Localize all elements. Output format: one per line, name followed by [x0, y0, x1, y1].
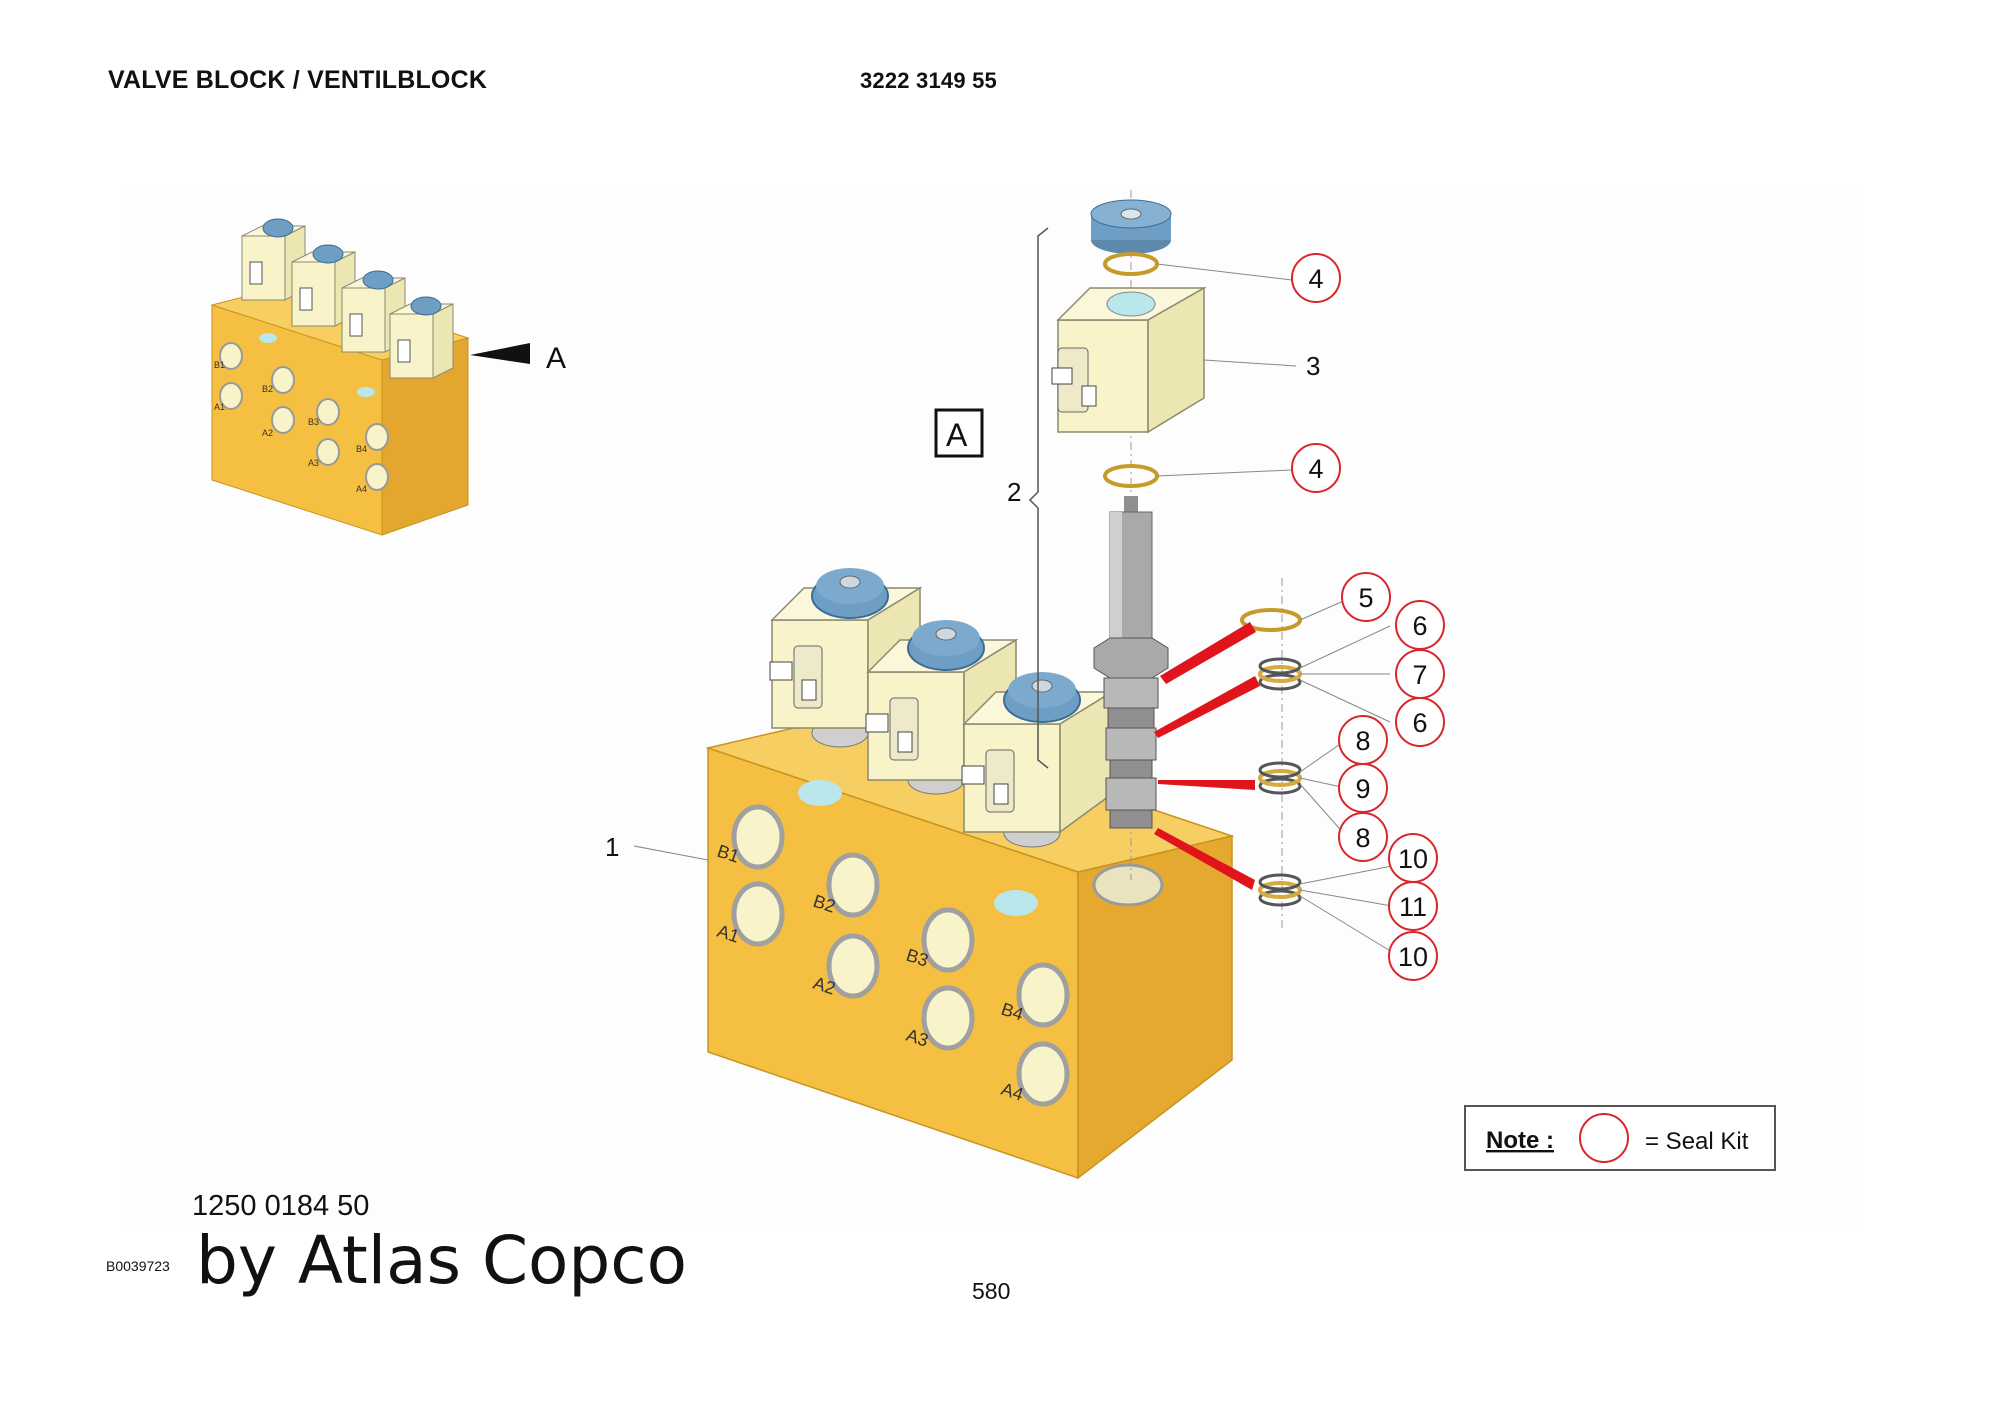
callout-1: 1: [605, 832, 619, 862]
callout-8: 8: [1355, 726, 1370, 756]
callout-11: 11: [1399, 892, 1427, 922]
port-holes: [731, 804, 1070, 1107]
overview-valve-block: B1 A1 B2 A2 B3 A3 B4 A4 A: [210, 218, 566, 536]
callout-7: 7: [1412, 660, 1427, 690]
main-coils: [769, 568, 1115, 848]
callout-8: 8: [1355, 823, 1370, 853]
svg-text:A: A: [946, 417, 968, 453]
brand-text: by Atlas Copco: [196, 1222, 687, 1299]
seal-kit-symbol: [1579, 1113, 1629, 1163]
leader-lines: [633, 263, 1393, 953]
callout-5: 5: [1358, 583, 1373, 613]
callout-10: 10: [1398, 844, 1428, 874]
image-id: B0039723: [106, 1258, 170, 1274]
note-text: = Seal Kit: [1645, 1128, 1749, 1155]
callout-10: 10: [1398, 942, 1428, 972]
part-number: 3222 3149 55: [860, 68, 997, 93]
port-label: B3: [308, 417, 319, 427]
page-title: VALVE BLOCK / VENTILBLOCK: [108, 66, 488, 94]
port-label: B4: [356, 444, 367, 454]
callout-9: 9: [1355, 774, 1370, 804]
reference-number: 1250 0184 50: [192, 1190, 370, 1222]
callout-3: 3: [1306, 351, 1320, 381]
port-label: B1: [214, 360, 225, 370]
seal-kit-callouts: 4 4 5 6 7 6 8 9 8 10 11 10: [1291, 253, 1445, 981]
callout-6: 6: [1412, 708, 1427, 738]
detail-box-a: A: [934, 408, 984, 458]
port-label: A3: [308, 458, 319, 468]
note-box: Note : = Seal Kit: [1464, 1105, 1776, 1171]
callout-4: 4: [1308, 264, 1323, 294]
port-label: A1: [214, 402, 225, 412]
page-number: 580: [972, 1278, 1011, 1304]
view-arrow: [470, 343, 530, 364]
group-brace: [1028, 227, 1049, 769]
port-label: A4: [356, 484, 367, 494]
note-label: Note :: [1486, 1127, 1554, 1154]
callout-2: 2: [1007, 477, 1021, 507]
callout-6: 6: [1412, 611, 1427, 641]
port-label: B2: [262, 384, 273, 394]
exploded-parts: [1051, 190, 1302, 930]
overview-coils: [241, 218, 454, 379]
callout-4: 4: [1308, 454, 1323, 484]
port-label: A2: [262, 428, 273, 438]
view-label: A: [546, 342, 566, 375]
